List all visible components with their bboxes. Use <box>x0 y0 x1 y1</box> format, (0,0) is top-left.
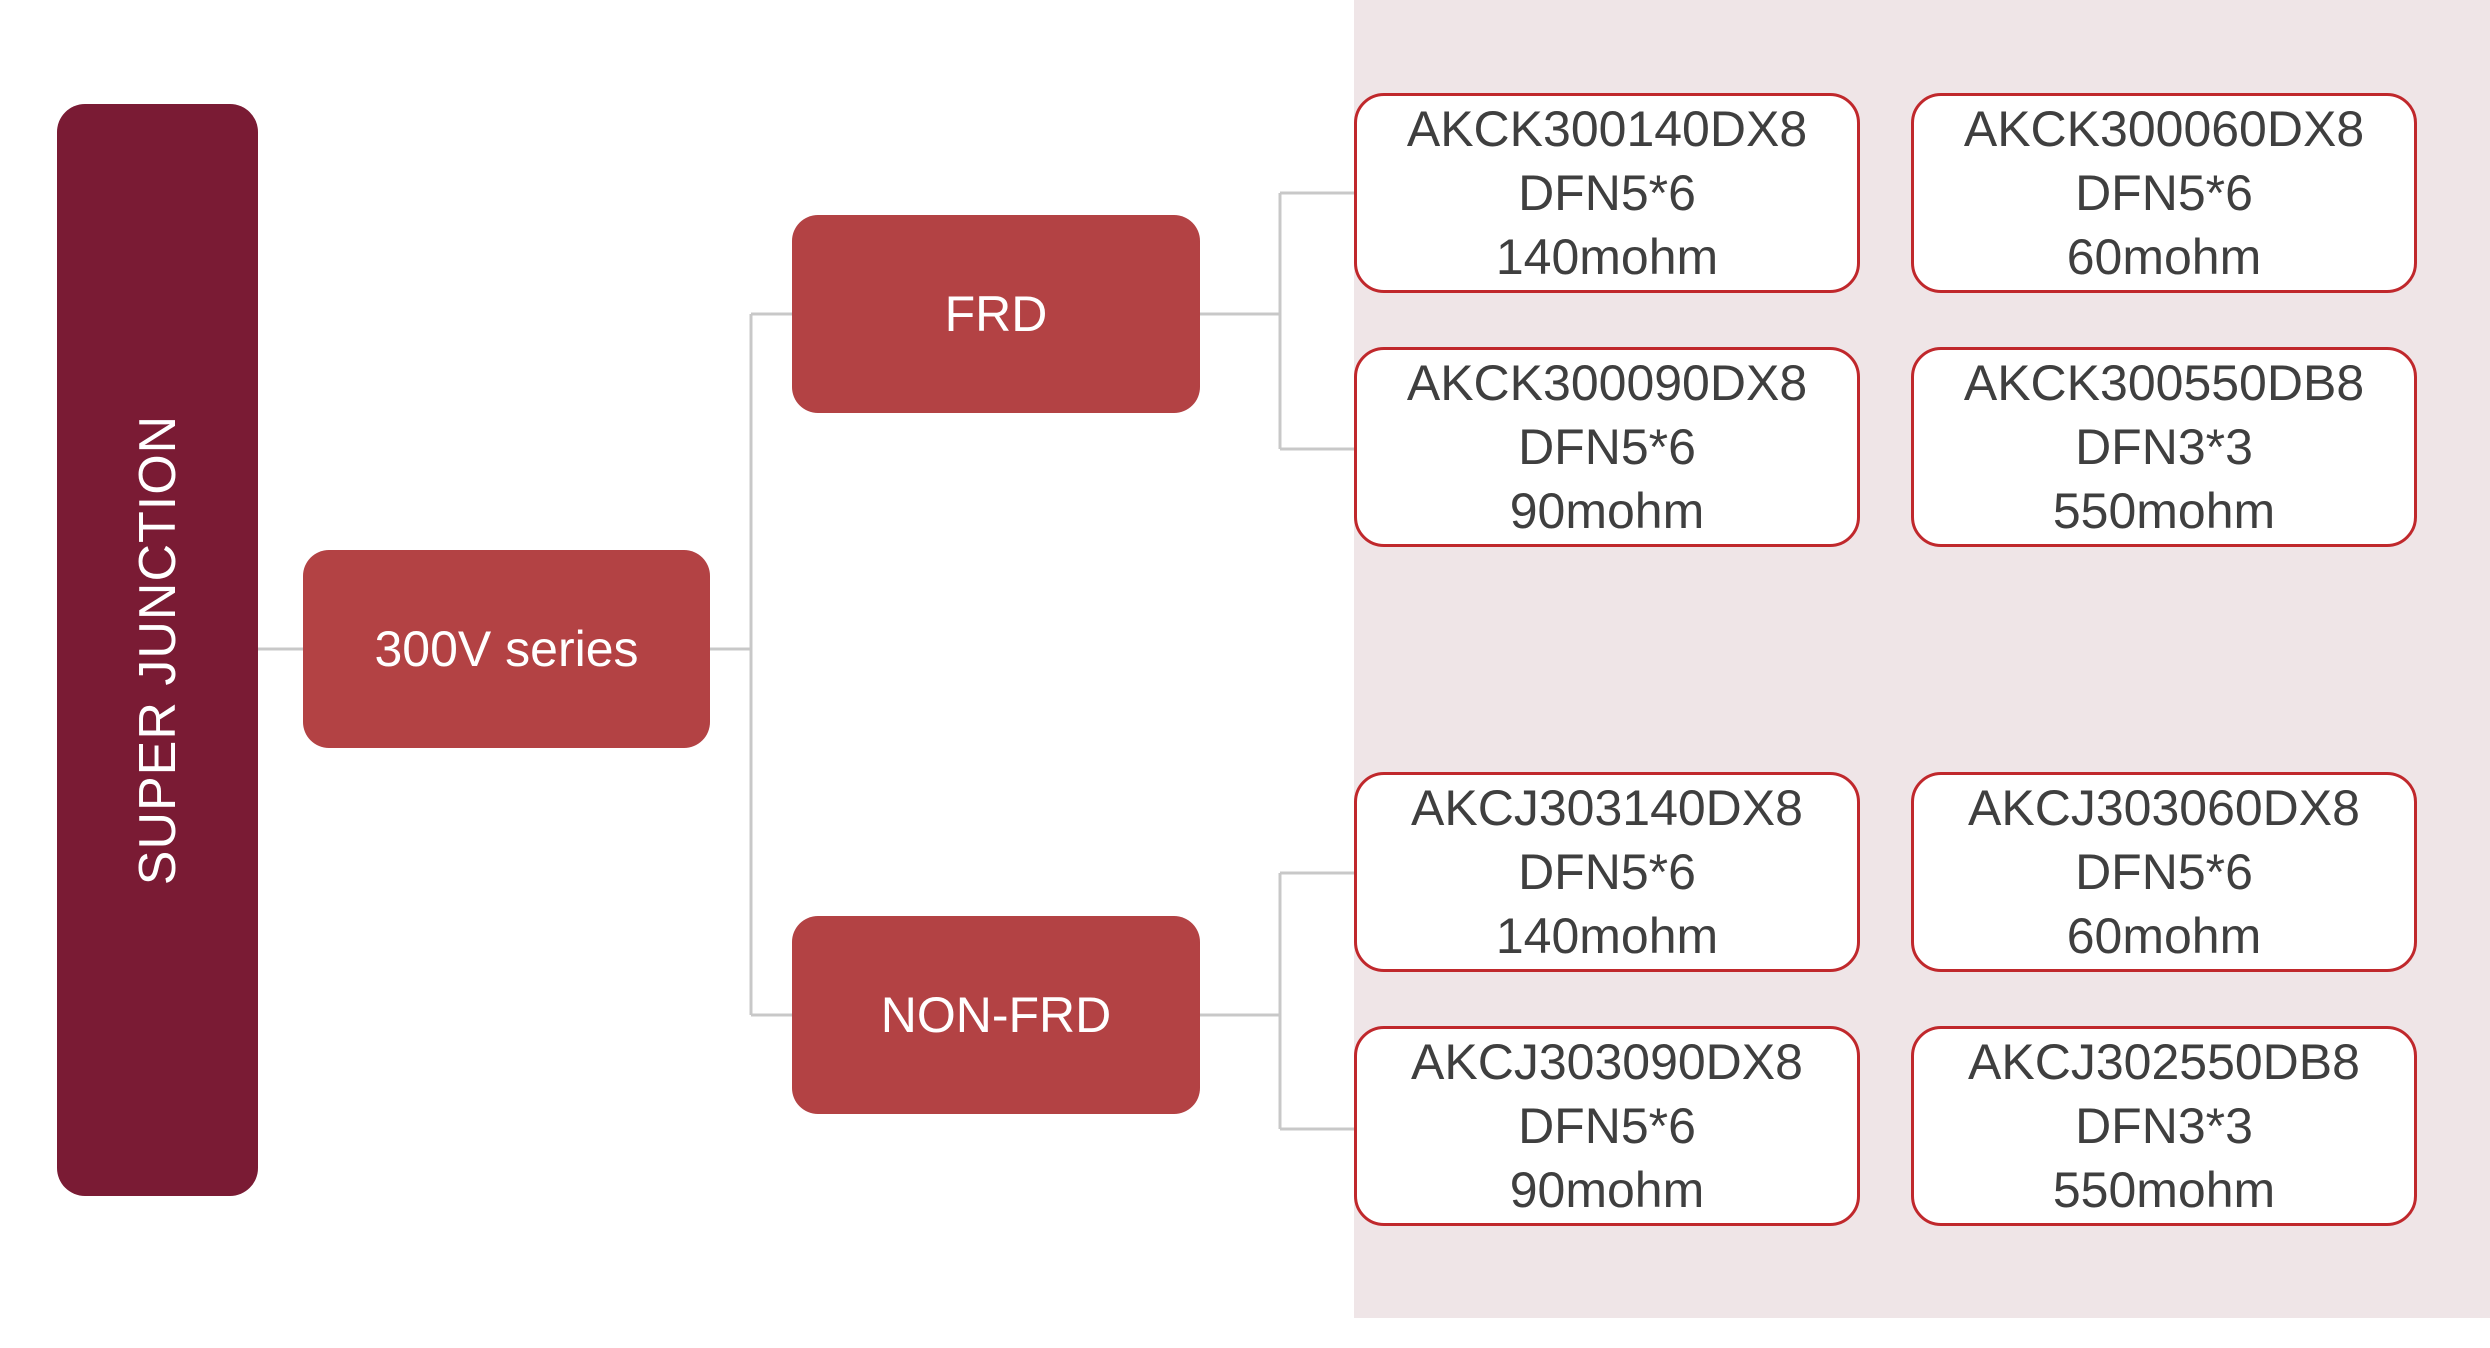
nonfrd-node: NON-FRD <box>792 916 1200 1114</box>
series-node: 300V series <box>303 550 710 748</box>
product-package: DFN5*6 <box>1518 1098 1696 1154</box>
product-card-frd-3: AKCK300090DX8 DFN5*6 90mohm <box>1354 347 1860 547</box>
nonfrd-label: NON-FRD <box>880 987 1112 1043</box>
product-card-frd-1: AKCK300140DX8 DFN5*6 140mohm <box>1354 93 1860 293</box>
product-card-nonfrd-3: AKCJ303090DX8 DFN5*6 90mohm <box>1354 1026 1860 1226</box>
product-resistance: 90mohm <box>1509 483 1705 539</box>
product-part-number: AKCJ303060DX8 <box>1968 780 2360 836</box>
series-label: 300V series <box>374 621 639 677</box>
product-resistance: 60mohm <box>2066 229 2262 285</box>
product-part-number: AKCJ302550DB8 <box>1968 1034 2360 1090</box>
frd-node: FRD <box>792 215 1200 413</box>
product-card-nonfrd-2: AKCJ303060DX8 DFN5*6 60mohm <box>1911 772 2417 972</box>
product-part-number: AKCK300140DX8 <box>1406 101 1808 157</box>
product-package: DFN5*6 <box>2075 165 2253 221</box>
product-package: DFN5*6 <box>1518 419 1696 475</box>
product-card-frd-4: AKCK300550DB8 DFN3*3 550mohm <box>1911 347 2417 547</box>
product-resistance: 60mohm <box>2066 908 2262 964</box>
product-package: DFN3*3 <box>2075 419 2253 475</box>
product-card-frd-2: AKCK300060DX8 DFN5*6 60mohm <box>1911 93 2417 293</box>
product-part-number: AKCK300090DX8 <box>1406 355 1808 411</box>
product-resistance: 550mohm <box>2052 483 2276 539</box>
product-package: DFN5*6 <box>1518 165 1696 221</box>
product-resistance: 550mohm <box>2052 1162 2276 1218</box>
product-resistance: 140mohm <box>1495 908 1719 964</box>
product-card-nonfrd-1: AKCJ303140DX8 DFN5*6 140mohm <box>1354 772 1860 972</box>
super-junction-node: SUPER JUNCTION <box>57 104 258 1196</box>
product-part-number: AKCJ303090DX8 <box>1411 1034 1803 1090</box>
product-part-number: AKCK300060DX8 <box>1963 101 2365 157</box>
product-card-nonfrd-4: AKCJ302550DB8 DFN3*3 550mohm <box>1911 1026 2417 1226</box>
product-package: DFN3*3 <box>2075 1098 2253 1154</box>
product-resistance: 140mohm <box>1495 229 1719 285</box>
super-junction-label: SUPER JUNCTION <box>128 414 187 886</box>
product-package: DFN5*6 <box>2075 844 2253 900</box>
product-part-number: AKCK300550DB8 <box>1963 355 2365 411</box>
product-resistance: 90mohm <box>1509 1162 1705 1218</box>
product-package: DFN5*6 <box>1518 844 1696 900</box>
frd-label: FRD <box>944 286 1048 342</box>
product-part-number: AKCJ303140DX8 <box>1411 780 1803 836</box>
